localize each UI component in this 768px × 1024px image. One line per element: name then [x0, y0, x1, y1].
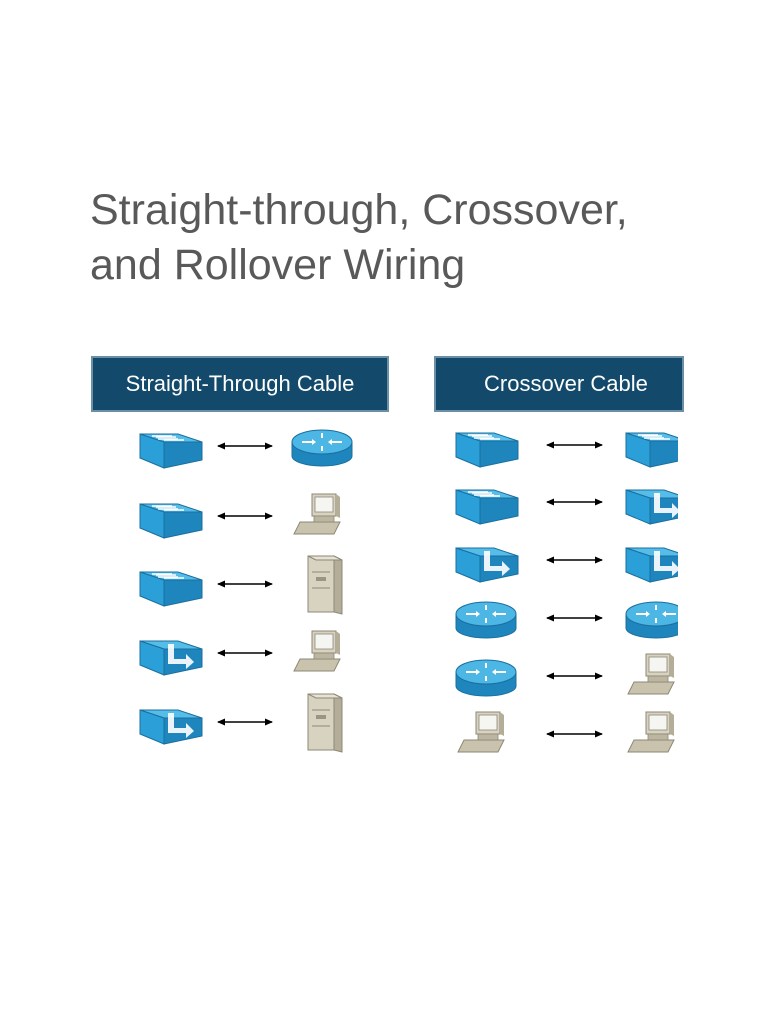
router-icon — [291, 429, 353, 467]
pc-icon — [293, 493, 341, 535]
server-icon — [307, 693, 343, 753]
router-icon — [625, 601, 678, 639]
multilayer-switch-icon — [625, 547, 678, 583]
pc-icon — [627, 711, 675, 753]
multilayer-switch-icon — [139, 640, 203, 676]
page-title-line-2: and Rollover Wiring — [90, 241, 466, 289]
switch-icon — [625, 432, 678, 468]
multilayer-switch-icon — [625, 489, 678, 525]
switch-icon — [139, 571, 203, 607]
pc-icon — [457, 711, 505, 753]
cable-diagram-canvas — [139, 429, 678, 753]
page-title-line-1: Straight-through, Crossover, — [90, 186, 628, 234]
switch-icon — [455, 432, 519, 468]
switch-icon — [139, 503, 203, 539]
multilayer-switch-icon — [455, 547, 519, 583]
cable-diagram — [0, 412, 678, 792]
crossover-cable-header: Crossover Cable — [434, 356, 684, 412]
pc-icon — [627, 653, 675, 695]
router-icon — [455, 601, 517, 639]
router-icon — [455, 659, 517, 697]
straight-through-cable-header: Straight-Through Cable — [91, 356, 389, 412]
switch-icon — [455, 489, 519, 525]
pc-icon — [293, 630, 341, 672]
switch-icon — [139, 433, 203, 469]
server-icon — [307, 555, 343, 615]
multilayer-switch-icon — [139, 709, 203, 745]
